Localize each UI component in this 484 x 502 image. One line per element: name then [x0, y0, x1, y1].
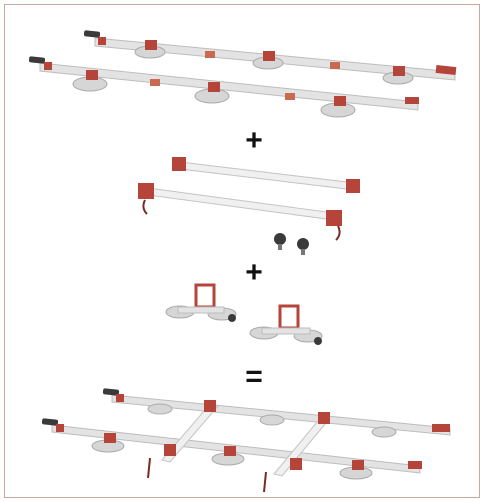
assembled-rail-lower	[42, 418, 422, 479]
assembled-rail-upper	[103, 388, 450, 437]
